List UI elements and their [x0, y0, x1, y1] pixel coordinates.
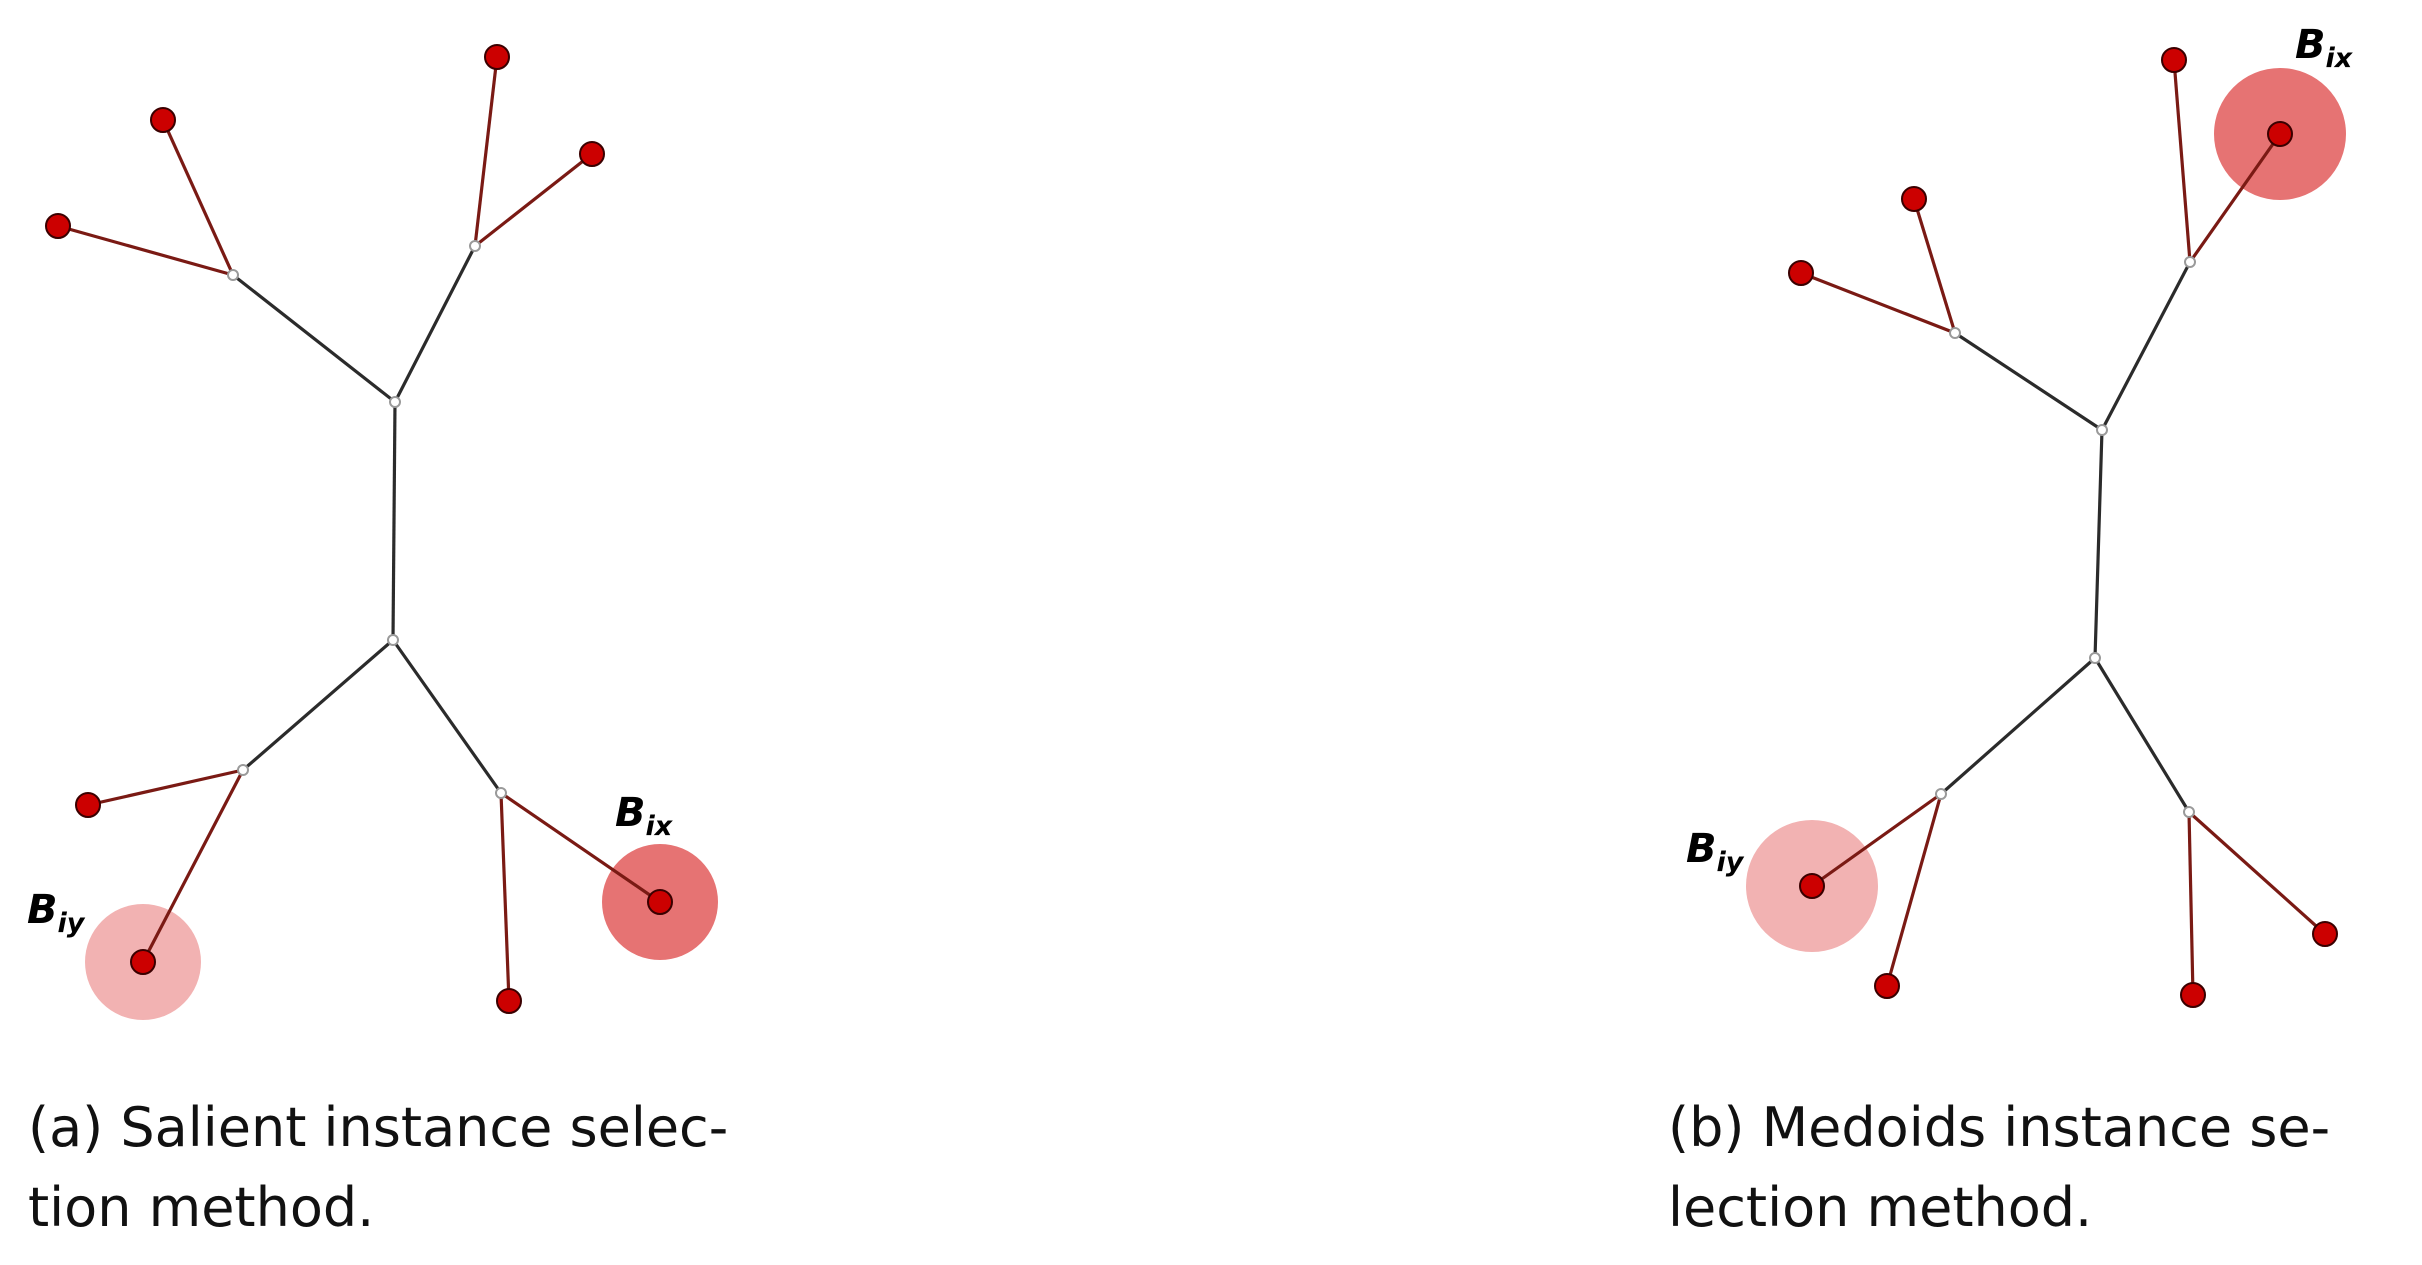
edge: [2093, 657, 2191, 813]
edge: [1811, 792, 1942, 888]
leaf-node: [2180, 982, 2206, 1008]
panel-b-tree: Bix Biy: [1686, 22, 2354, 1008]
leaf-node: [496, 988, 522, 1014]
leaf-node-biy: [130, 949, 156, 975]
label-biy: Biy: [27, 887, 86, 939]
junction-node: [1949, 327, 1961, 339]
edge: [232, 273, 396, 404]
caption-line: lection method.: [1668, 1176, 2093, 1239]
junction-node: [1935, 788, 1947, 800]
junction-node: [227, 269, 239, 281]
edge: [500, 791, 661, 904]
inner-edges: [232, 245, 503, 794]
junction-nodes: [1935, 256, 2196, 818]
edge: [1912, 198, 1957, 334]
leaf-node: [1788, 260, 1814, 286]
edge: [2187, 810, 2327, 936]
leaf-node-bix: [2267, 121, 2293, 147]
label-biy: Biy: [1686, 826, 1745, 878]
leaf-edges: [1800, 59, 2327, 996]
edge: [57, 224, 234, 277]
edge: [2093, 429, 2104, 659]
junction-node: [469, 240, 481, 252]
leaf-node: [75, 792, 101, 818]
edge: [87, 768, 244, 807]
edge: [2100, 261, 2192, 431]
junction-node: [389, 396, 401, 408]
panel-a-tree: Bix Biy: [27, 44, 718, 1020]
caption-line: (b) Medoids instance se-: [1668, 1096, 2331, 1159]
edge: [1954, 331, 2103, 432]
leaf-node: [2161, 47, 2187, 73]
edge: [241, 638, 395, 772]
edge: [2188, 133, 2282, 263]
edge: [2187, 811, 2195, 996]
edge: [474, 152, 593, 248]
junction-node: [495, 787, 507, 799]
caption-panel-a: (a) Salient instance selec- tion method.: [28, 1088, 728, 1248]
junction-node: [2089, 652, 2101, 664]
leaf-nodes: [45, 44, 673, 1014]
edge: [499, 792, 511, 1002]
leaf-node: [1874, 973, 1900, 999]
leaf-node: [1901, 186, 1927, 212]
junction-node: [2184, 256, 2196, 268]
edge: [2172, 59, 2192, 263]
inner-edges: [1939, 261, 2192, 813]
label-bix: Bix: [2295, 22, 2354, 74]
leaf-node-bix: [647, 889, 673, 915]
edge: [141, 769, 245, 963]
junction-node: [237, 764, 249, 776]
edge: [473, 56, 499, 247]
leaf-node: [2312, 921, 2338, 947]
caption-line: (a) Salient instance selec-: [28, 1096, 729, 1159]
edge: [393, 245, 477, 403]
caption-panel-b: (b) Medoids instance se- lection method.: [1668, 1088, 2330, 1248]
edge: [161, 119, 235, 276]
junction-node: [2096, 424, 2108, 436]
edge: [391, 639, 503, 794]
leaf-node: [579, 141, 605, 167]
junction-node: [387, 634, 399, 646]
junction-node: [2183, 806, 2195, 818]
edge: [1800, 271, 1956, 335]
leaf-node: [45, 213, 71, 239]
edge: [1885, 793, 1943, 987]
leaf-node: [484, 44, 510, 70]
leaf-node: [150, 107, 176, 133]
edge: [1939, 656, 2097, 796]
junction-nodes: [227, 240, 507, 799]
edge: [391, 401, 397, 641]
leaf-node-biy: [1799, 873, 1825, 899]
leaf-edges: [57, 56, 661, 1002]
leaf-nodes: [1788, 47, 2338, 1008]
caption-line: tion method.: [28, 1176, 375, 1239]
label-bix: Bix: [615, 790, 674, 842]
